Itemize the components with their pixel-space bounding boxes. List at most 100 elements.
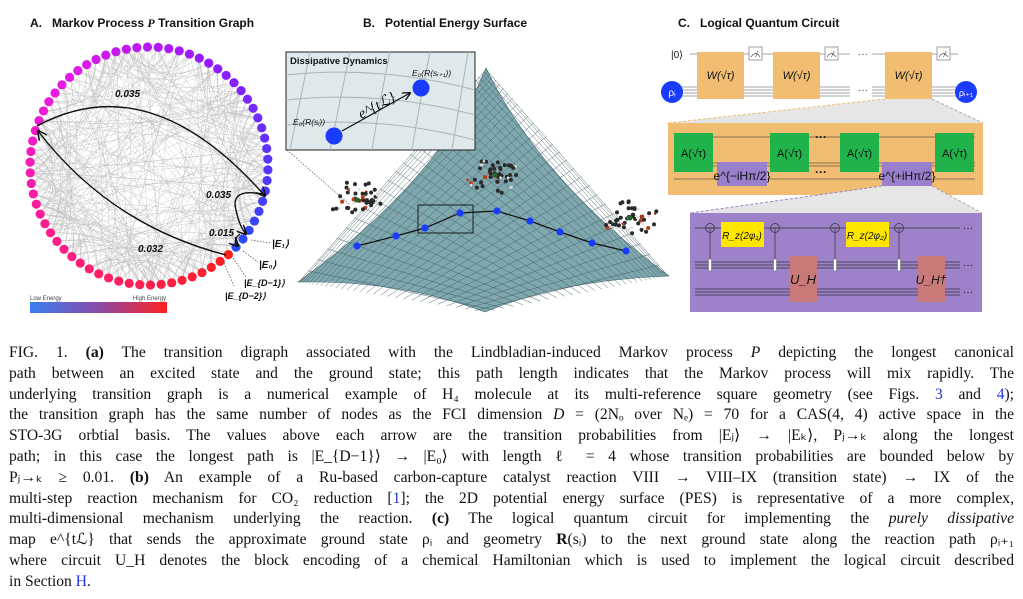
graph-edge [201,220,255,273]
graph-node [31,199,41,209]
atom [509,186,512,189]
atom [620,228,623,232]
atom [492,172,498,178]
atom [615,214,619,218]
graph-edge [36,202,255,222]
graph-edge [233,90,258,119]
graph-node [238,234,248,244]
atom [479,180,484,185]
panel-c-quantum-circuit: C.Logical Quantum Circuit |0⟩ W(√τ)W(√τ)… [661,16,984,312]
svg-text:A(√τ): A(√τ) [942,148,967,160]
panel-b-energy-surface: B.Potential Energy Surface Dissipative D… [285,16,670,313]
graph-node [44,97,54,107]
graph-edge [225,201,263,255]
atom [615,217,620,222]
graph-edge [56,77,78,242]
caption-line: in Section H. [9,572,1014,593]
graph-edge [235,108,254,231]
reaction-point [421,224,429,232]
reference-link[interactable]: H [75,572,87,590]
atom [353,191,358,196]
atom [495,188,500,193]
graph-edge [89,254,203,273]
graph-edge [35,130,99,274]
atom [613,222,618,227]
graph-edge [36,204,172,283]
zoom-region-box [417,204,474,234]
graph-node [91,54,101,65]
atom [630,231,635,236]
graph-edge [235,90,268,181]
measurement-meter-icon [936,46,951,61]
graph-edge [61,84,183,281]
graph-edge [38,120,75,257]
graph-edge [43,110,151,286]
graph-edge [158,47,263,202]
graph-edge [31,47,159,184]
graph-node [142,42,153,52]
graph-edge [40,49,127,215]
atom [374,201,377,205]
graph-edge [201,201,263,273]
graph-edge [118,238,243,282]
atom [502,163,507,168]
atom [331,207,335,212]
w-gate: W(√τ) [697,52,744,99]
state-label-ed1: |E_{D−1}⟩ [244,278,285,288]
reaction-point [392,232,400,240]
reference-link[interactable]: 3 [934,385,943,403]
caption-text: and [942,385,997,403]
graph-edge [43,59,97,112]
rho-out-label: ρᵢ₊₁ [959,88,973,98]
reference-link[interactable]: 1 [392,489,401,507]
graph-node [177,275,187,285]
caption-text: ]; the 2D potential energy surface (PES)… [400,489,1014,507]
ellipsis: ··· [963,260,973,271]
atom [654,209,659,214]
caption-text: The logical quantum circuit for implemen… [449,510,889,528]
ket-zero-label: |0⟩ [671,50,683,61]
graph-node [263,165,273,175]
graph-edge [77,70,268,160]
atom [615,210,619,215]
rho-in-state [661,81,683,103]
graph-edge [98,54,190,274]
graph-edge [188,54,209,75]
atom [369,203,374,208]
atom [514,165,518,168]
mesh-line [465,254,650,310]
graph-edge [43,84,69,113]
mesh-line [446,233,632,307]
graph-edge [126,49,266,192]
graph-edge [126,49,267,149]
graph-edge [63,241,86,264]
graph-node [164,44,174,54]
reference-link[interactable]: 4 [996,385,1005,403]
graph-edge [136,47,237,248]
reaction-point [456,209,464,217]
atom [639,227,644,232]
measurement-meter-icon [824,46,839,61]
graph-edge [43,110,250,231]
graph-node [254,206,264,217]
graph-node [103,273,114,283]
graph-edge [242,108,269,171]
caption-text: in Section [9,572,76,590]
atom [360,191,365,196]
graph-node [229,78,239,88]
graph-node [26,146,36,157]
mesh-line [455,243,641,308]
graph-edge [69,77,250,231]
graph-node [213,64,223,74]
mesh-line [317,259,505,309]
graph-edge [44,68,218,224]
atom [498,165,503,170]
graph-edge [33,193,183,281]
graph-edge [95,59,255,222]
atom [353,182,357,187]
figure-caption: FIG. 1. (a) The transition digraph assoc… [9,343,1014,593]
graph-edge [63,231,243,250]
graph-node [57,80,67,90]
graph-edge [40,55,106,215]
graph-edge [50,232,172,283]
